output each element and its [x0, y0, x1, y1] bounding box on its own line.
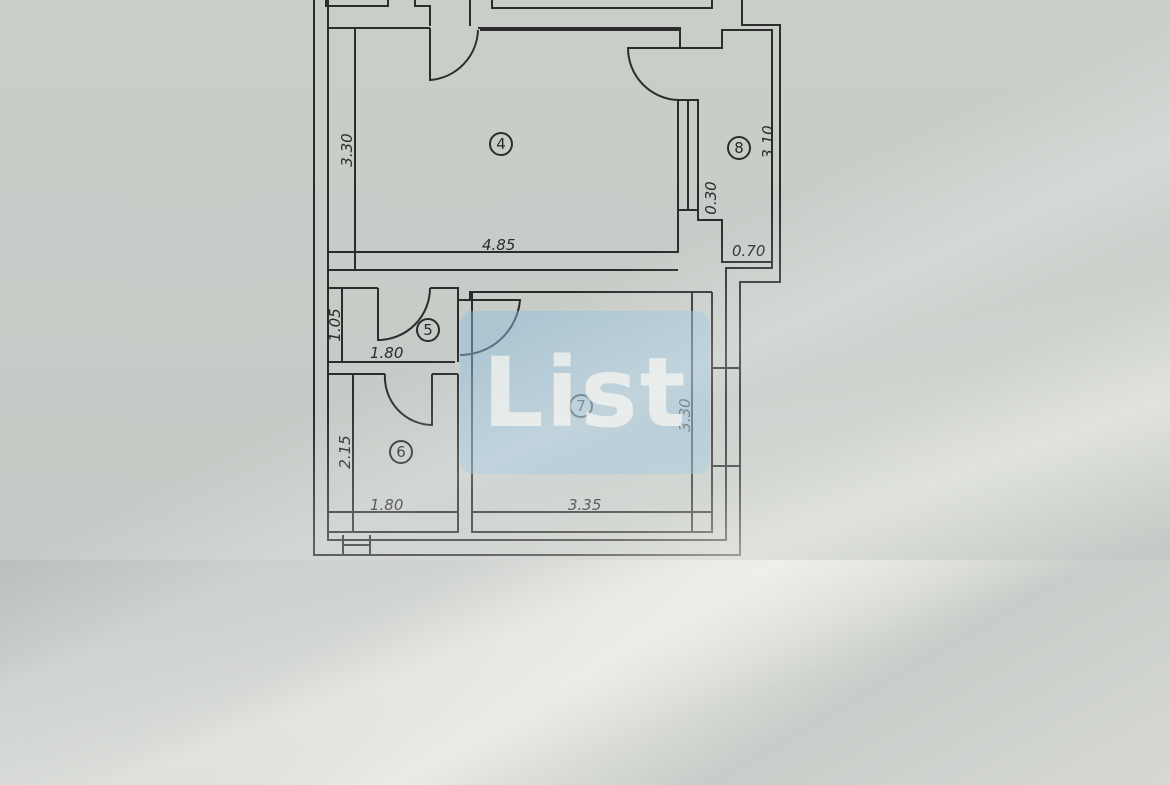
room-8-niche: 0.30: [702, 181, 720, 214]
room-7-width: 3.35: [568, 496, 601, 514]
room-6-number: 6: [396, 443, 406, 461]
top-wall-fragments: [325, 0, 713, 26]
room-4-label: 4: [489, 132, 513, 156]
room-4-walls: [328, 27, 699, 271]
room-5-label: 5: [416, 318, 440, 342]
room-8-length: 3.10: [759, 125, 777, 158]
room-6-length: 2.15: [336, 435, 354, 468]
door-8: [626, 47, 680, 101]
room-8-number: 8: [734, 139, 744, 157]
bottom-window: [342, 535, 371, 555]
watermark-text: List: [482, 336, 688, 449]
room-5-length: 1.05: [326, 308, 344, 341]
door-6: [383, 373, 433, 427]
room-8-walls: [697, 100, 772, 263]
room-5-number: 5: [423, 321, 433, 339]
room-6-width: 1.80: [370, 496, 403, 514]
room-4-length: 3.30: [338, 133, 356, 166]
room-8-width: 0.70: [732, 242, 765, 260]
room-4-number: 4: [496, 135, 506, 153]
door-5: [377, 287, 431, 342]
room-5-width: 1.80: [370, 344, 403, 362]
room-4-width: 4.85: [482, 236, 515, 254]
room-8-label: 8: [727, 136, 751, 160]
door-4: [429, 28, 479, 82]
watermark-logo: List: [460, 311, 710, 474]
room-6-label: 6: [389, 440, 413, 464]
